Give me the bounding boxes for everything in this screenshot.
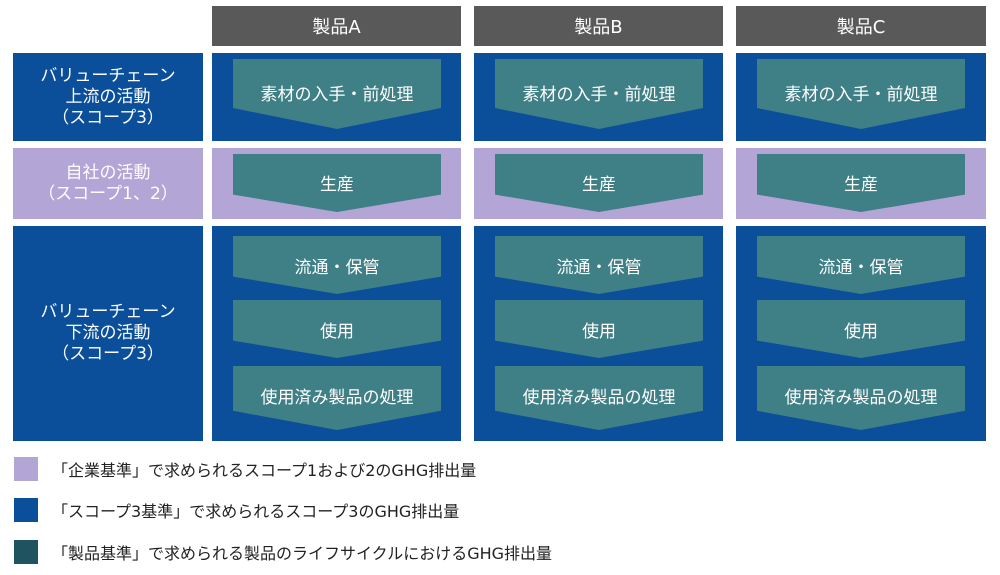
- step-a-material: 素材の入手・前処理: [233, 59, 441, 129]
- step-b-use: 使用: [495, 300, 703, 358]
- legend-item-product-standard: 「製品基準」で求められる製品のライフサイクルにおけるGHG排出量: [14, 540, 552, 564]
- step-b-material: 素材の入手・前処理: [495, 59, 703, 129]
- step-a-production: 生産: [233, 154, 441, 212]
- cell-a-upstream: 素材の入手・前処理: [212, 53, 461, 141]
- legend-item-scope3-standard: 「スコープ3基準」で求められるスコープ3のGHG排出量: [14, 498, 459, 522]
- step-c-end-of-life: 使用済み製品の処理: [757, 366, 965, 430]
- step-c-production: 生産: [757, 154, 965, 212]
- step-c-material: 素材の入手・前処理: [757, 59, 965, 129]
- cell-b-upstream: 素材の入手・前処理: [474, 53, 723, 141]
- legend-text-scope3-standard: 「スコープ3基準」で求められるスコープ3のGHG排出量: [52, 502, 460, 521]
- step-c-distribution: 流通・保管: [757, 236, 965, 294]
- cell-c-upstream: 素材の入手・前処理: [736, 53, 986, 141]
- step-a-distribution: 流通・保管: [233, 236, 441, 294]
- legend-item-corporate-standard: 「企業基準」で求められるスコープ1および2のGHG排出量: [14, 457, 476, 481]
- step-a-end-of-life: 使用済み製品の処理: [233, 366, 441, 430]
- row-label-own-text: 自社の活動 （スコープ1、2）: [38, 162, 178, 204]
- step-b-production: 生産: [495, 154, 703, 212]
- row-label-upstream: バリューチェーン 上流の活動 （スコープ3）: [13, 53, 203, 141]
- step-b-distribution: 流通・保管: [495, 236, 703, 294]
- cell-b-downstream: 流通・保管 使用 使用済み製品の処理: [474, 226, 723, 441]
- cell-c-downstream: 流通・保管 使用 使用済み製品の処理: [736, 226, 986, 441]
- row-label-downstream: バリューチェーン 下流の活動 （スコープ3）: [13, 226, 203, 441]
- column-header-product-a: 製品A: [212, 6, 461, 46]
- cell-b-own: 生産: [474, 148, 723, 219]
- column-header-product-b: 製品B: [474, 6, 723, 46]
- cell-a-own: 生産: [212, 148, 461, 219]
- legend-swatch-scope12: [14, 457, 38, 481]
- row-label-downstream-text: バリューチェーン 下流の活動 （スコープ3）: [40, 302, 176, 364]
- legend-swatch-product: [14, 540, 38, 564]
- legend-swatch-scope3: [14, 498, 38, 522]
- legend-text-corporate-standard: 「企業基準」で求められるスコープ1および2のGHG排出量: [52, 461, 477, 480]
- cell-c-own: 生産: [736, 148, 986, 219]
- legend-text-product-standard: 「製品基準」で求められる製品のライフサイクルにおけるGHG排出量: [52, 544, 553, 563]
- column-header-product-c: 製品C: [736, 6, 986, 46]
- row-label-own: 自社の活動 （スコープ1、2）: [13, 148, 203, 219]
- step-c-use: 使用: [757, 300, 965, 358]
- step-b-end-of-life: 使用済み製品の処理: [495, 366, 703, 430]
- cell-a-downstream: 流通・保管 使用 使用済み製品の処理: [212, 226, 461, 441]
- step-a-use: 使用: [233, 300, 441, 358]
- row-label-upstream-text: バリューチェーン 上流の活動 （スコープ3）: [40, 65, 176, 128]
